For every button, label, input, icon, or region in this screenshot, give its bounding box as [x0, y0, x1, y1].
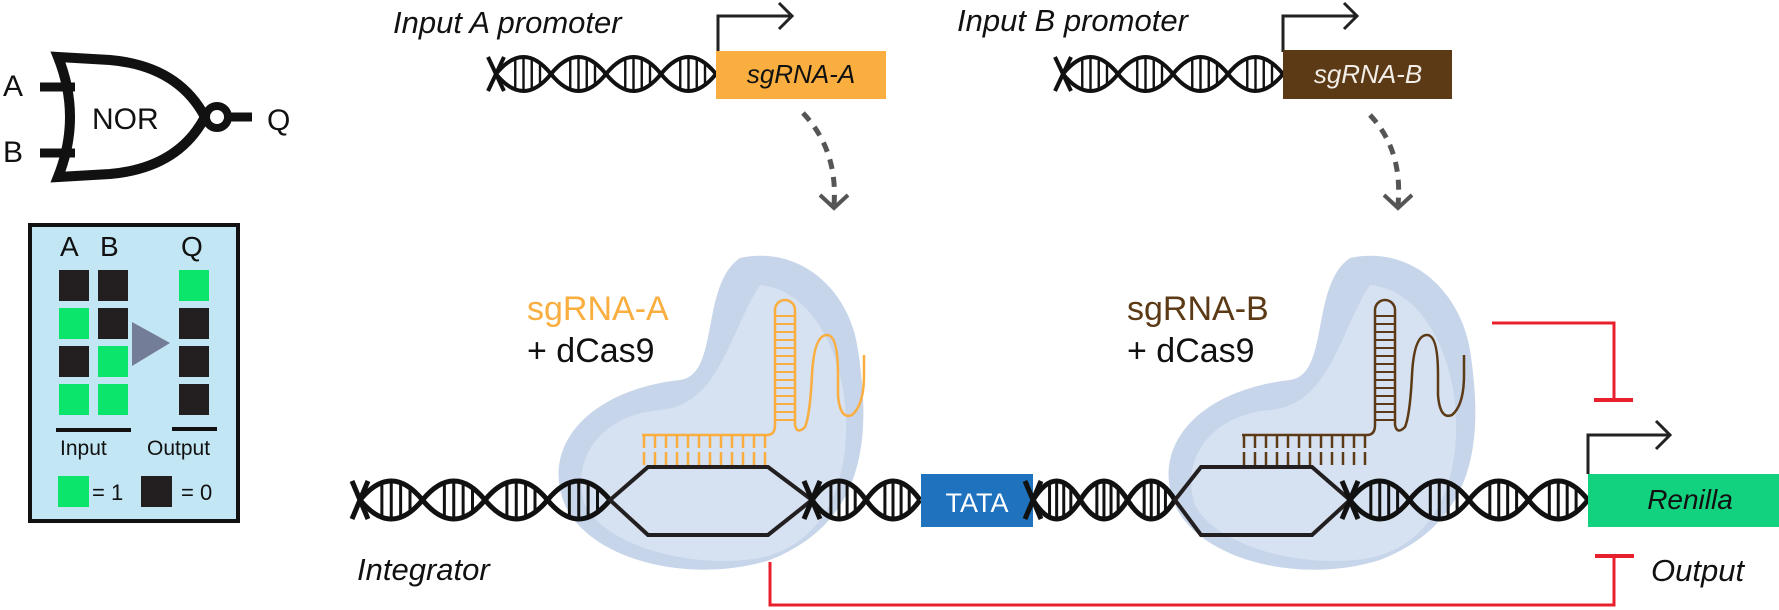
dna-helix-icon [1339, 478, 1590, 522]
dashed-arrow-b-icon [1368, 113, 1402, 206]
gate-input-a-label: A [3, 70, 23, 103]
dna-helix-icon [486, 55, 718, 93]
sgRNA-backbone [642, 298, 866, 437]
truth-cell-a-row4 [59, 384, 89, 415]
dcas9-complex-b: sgRNA-B + dCas9 [1127, 255, 1476, 570]
truth-table-header-a: A [60, 231, 79, 262]
helix-strand [1339, 480, 1361, 520]
input-b-construct: Input B promoter sgRNA-B [957, 1, 1452, 211]
truth-cell-b-row3 [98, 346, 128, 377]
truth-table-input-label: Input [60, 437, 107, 460]
table-arrow-icon [132, 322, 170, 366]
legend-one-label: = 1 [92, 480, 123, 505]
legend-one-swatch [58, 476, 89, 507]
input-a-construct: Input A promoter sgRNA-A [393, 1, 886, 211]
promoter-a-arrow-icon [716, 1, 795, 52]
gate-output-q-label: Q [267, 104, 290, 137]
sgRNA-a-gene [716, 51, 886, 99]
sgRNA-a-structure-icon [642, 298, 866, 465]
renilla-reporter-label: Renilla [1647, 484, 1733, 515]
dashed-arrow-a-icon [801, 111, 837, 206]
complex-b-guide-label: sgRNA-B [1127, 290, 1269, 328]
dna-helix-icon [349, 478, 612, 522]
sgRNA-b-gene [1283, 50, 1452, 99]
gate-input-b-label: B [3, 136, 23, 169]
nor-gate-body-icon [50, 51, 211, 183]
gate-name: NOR [92, 103, 159, 136]
sgRNA-b-structure-icon [1242, 298, 1466, 465]
integrator-label: Integrator [357, 552, 491, 587]
dna-helix-icon [1053, 55, 1285, 93]
truth-cell-q-row1 [179, 270, 209, 301]
repression-line-a [768, 555, 1616, 607]
repression-line-b [1492, 321, 1616, 400]
truth-cell-q-row3 [179, 346, 209, 377]
legend-zero-label: = 0 [181, 480, 212, 505]
dcas9-complex-a: sgRNA-A + dCas9 [527, 255, 866, 570]
truth-table: A B Q Input Output = 1 = 0 [28, 223, 240, 523]
nor-gate-symbol: NOR A B Q [3, 51, 290, 183]
legend-zero-swatch [141, 476, 172, 507]
renilla-reporter-gene [1588, 474, 1779, 527]
truth-table-header-b: B [100, 231, 119, 262]
truth-table-cells [59, 270, 209, 415]
input-a-promoter-label: Input A promoter [393, 5, 623, 40]
helix-strand [349, 480, 371, 520]
inversion-bubble-icon [202, 102, 232, 132]
helix-strand [1022, 480, 1044, 520]
truth-cell-a-row2 [59, 308, 89, 339]
renilla-promoter-arrow-icon [1586, 419, 1673, 474]
truth-cell-q-row4 [179, 384, 209, 415]
truth-cell-b-row4 [98, 384, 128, 415]
dna-helix-icon [801, 478, 923, 522]
input-b-promoter-label: Input B promoter [957, 3, 1190, 38]
truth-cell-q-row2 [179, 308, 209, 339]
dashed-arrowhead-a-icon [818, 193, 850, 211]
truth-cell-a-row3 [59, 346, 89, 377]
helix-strand [1053, 56, 1073, 92]
sgRNA-backbone [1242, 298, 1466, 437]
tata-box-label: TATA [946, 488, 1009, 518]
truth-table-output-label: Output [147, 437, 210, 460]
promoter-b-arrow-icon [1281, 1, 1360, 52]
dna-helix-icon [1022, 478, 1178, 522]
dashed-arrowhead-b-icon [1382, 193, 1414, 211]
complex-a-guide-label: sgRNA-A [527, 290, 669, 328]
complex-b-protein-label: + dCas9 [1127, 332, 1255, 370]
truth-cell-a-row1 [59, 270, 89, 301]
sgRNA-b-gene-label: sgRNA-B [1314, 59, 1422, 89]
truth-cell-b-row1 [98, 270, 128, 301]
helix-strand [486, 56, 506, 92]
output-label: Output [1651, 553, 1745, 588]
helix-strand [801, 480, 823, 520]
complex-a-protein-label: + dCas9 [527, 332, 655, 370]
repression-lines [768, 321, 1634, 607]
truth-table-header-q: Q [181, 231, 203, 262]
integrator-dna: TATA Renilla Integrator Output [349, 419, 1779, 588]
truth-cell-b-row2 [98, 308, 128, 339]
sgRNA-a-gene-label: sgRNA-A [747, 59, 855, 89]
dcas9-a-blob-inner [581, 285, 847, 562]
tata-box [921, 474, 1033, 527]
